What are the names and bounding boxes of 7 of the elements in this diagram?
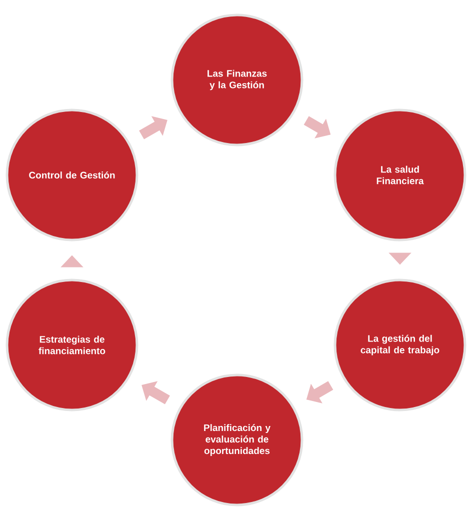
circle-node: Estrategias de financiamiento [6, 278, 138, 412]
circle-node: Planificación y evaluación de oportunidades [170, 374, 304, 506]
circle-node: La gestión del capital de trabajo [334, 278, 466, 412]
circle-node: Control de Gestión [6, 108, 138, 242]
block-arrow [139, 116, 168, 140]
circle-node: Las Finanzas y la Gestión [170, 14, 304, 146]
circle-node: La salud Financiera [334, 108, 466, 242]
